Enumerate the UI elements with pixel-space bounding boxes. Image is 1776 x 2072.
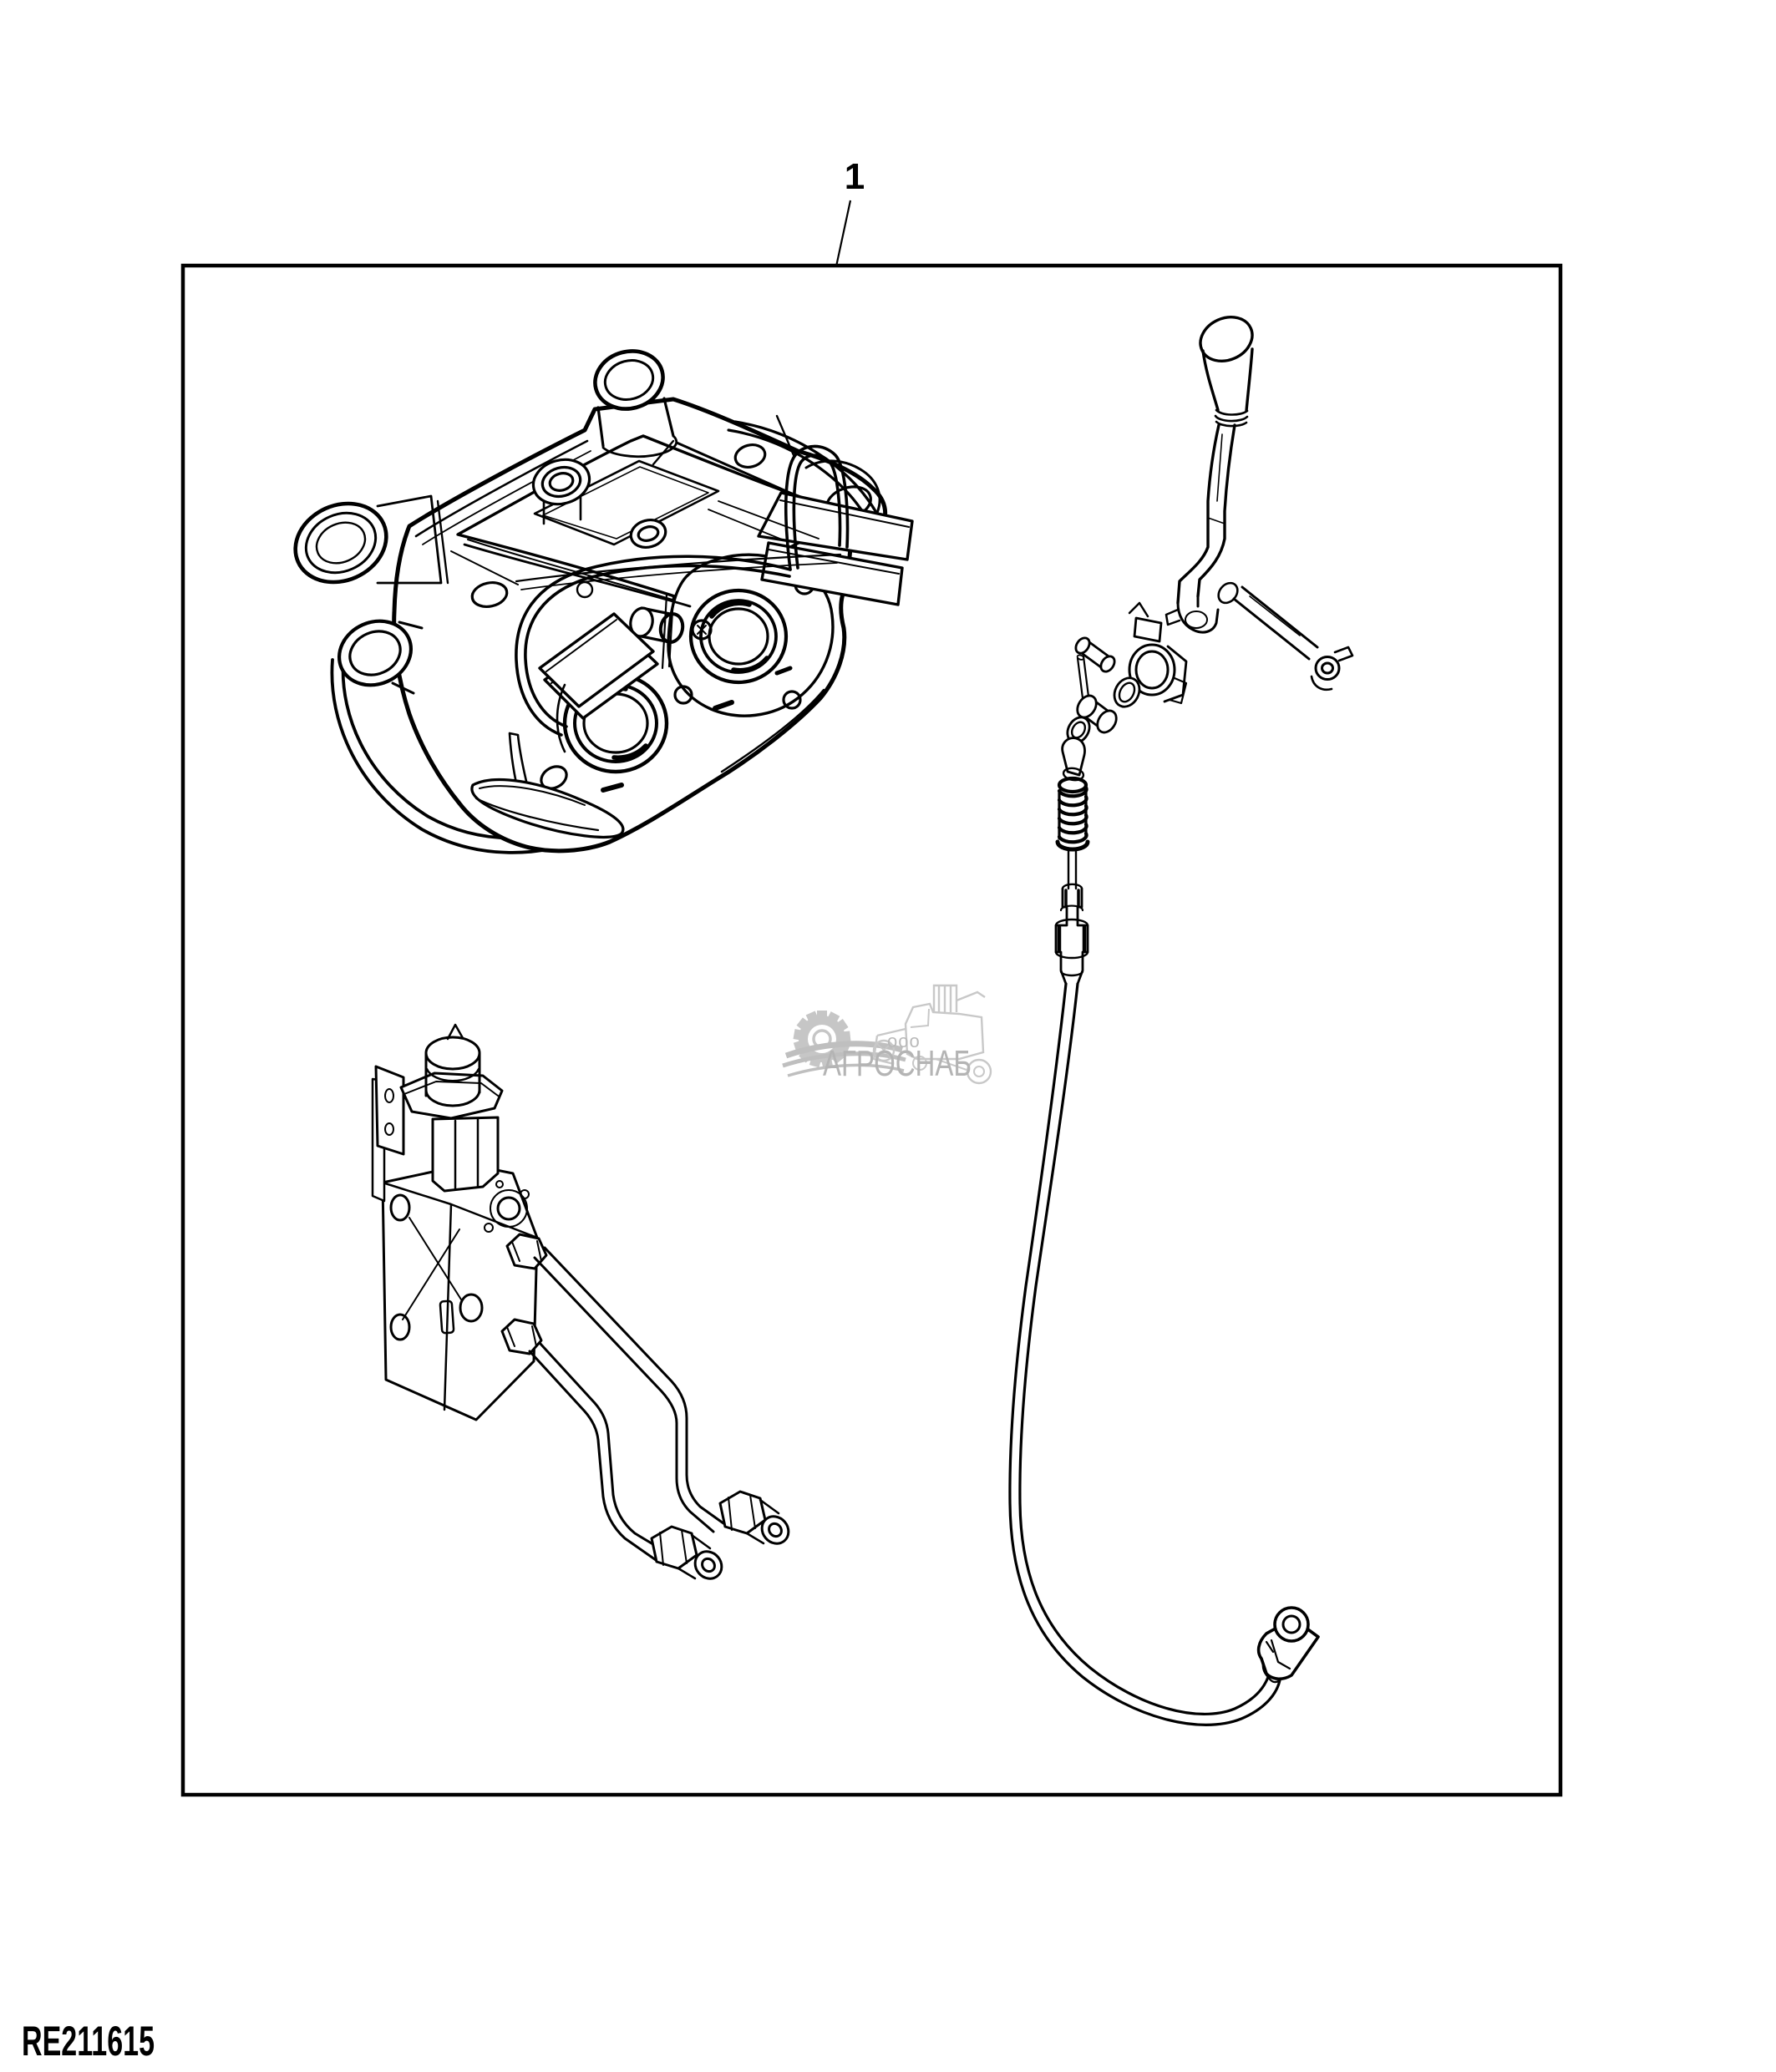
svg-text:RE211615: RE211615 [22, 2018, 155, 2064]
svg-text:ооо: ооо [887, 1031, 921, 1051]
svg-text:1: 1 [845, 156, 865, 197]
svg-text:АГРОСНАБ: АГРОСНАБ [823, 1043, 972, 1084]
